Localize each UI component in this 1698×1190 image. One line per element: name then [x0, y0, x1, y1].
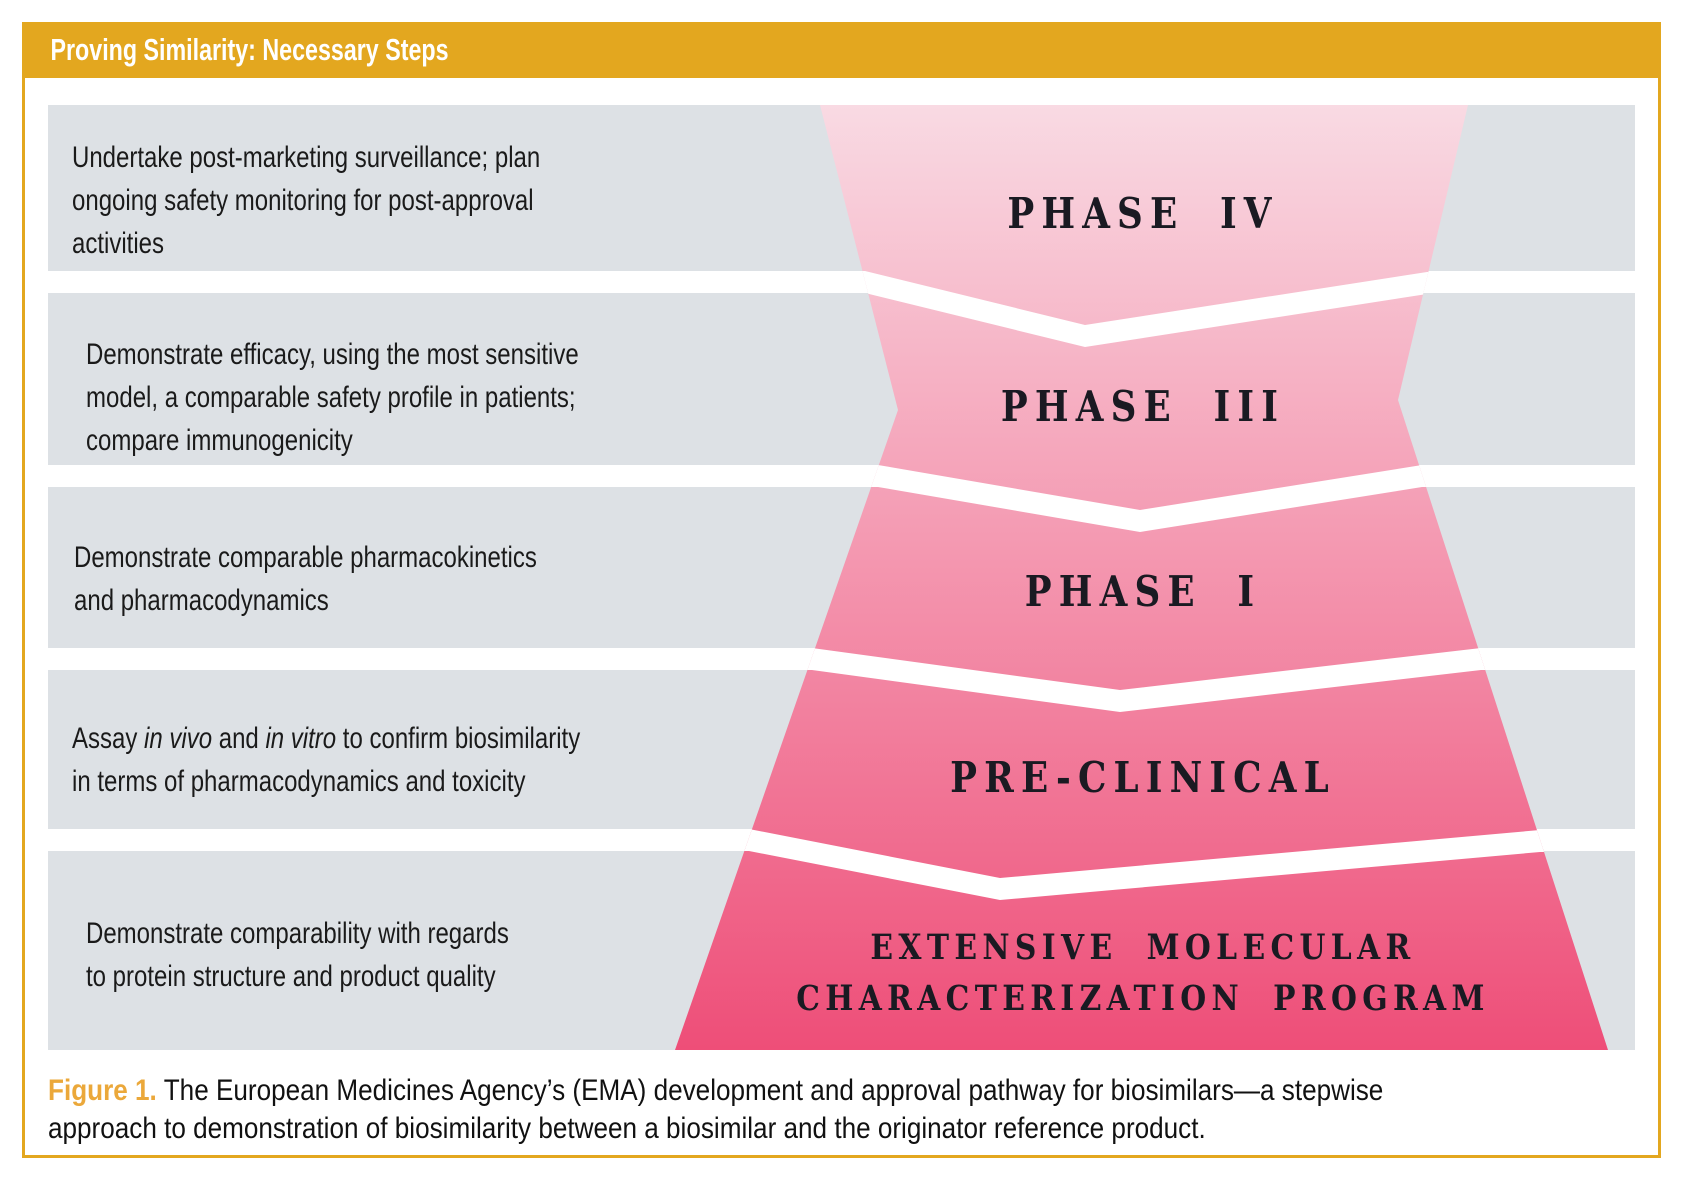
step-description-phase-i: Demonstrate comparable pharmacokinetics … — [74, 536, 537, 622]
caption-line-1: Figure 1.The European Medicines Agency’s… — [48, 1072, 1383, 1110]
figure-title: Proving Similarity: Necessary Steps — [50, 32, 449, 67]
phase-label-molecular-line2: CHARACTERIZATION PROGRAM — [796, 978, 1490, 1019]
description-line: Demonstrate comparability with regards — [86, 917, 509, 950]
phase-label-phase-iv: PHASE IV — [1007, 189, 1279, 238]
figure-caption: Figure 1.The European Medicines Agency’s… — [48, 1072, 1383, 1148]
description-line: to protein structure and product quality — [86, 960, 496, 993]
description-line: and pharmacodynamics — [74, 584, 329, 617]
figure-header-bar: Proving Similarity: Necessary Steps — [22, 22, 1661, 78]
description-line: compare immunogenicity — [86, 424, 353, 457]
frame-border-left — [22, 78, 25, 1156]
description-line: Demonstrate comparable pharmacokinetics — [74, 541, 537, 574]
step-description-phase-iv: Undertake post-marketing surveillance; p… — [72, 136, 540, 265]
description-segment-italic: in vitro — [265, 722, 337, 755]
step-description-phase-iii: Demonstrate efficacy, using the most sen… — [86, 333, 579, 462]
description-line: in terms of pharmacodynamics and toxicit… — [72, 765, 526, 798]
step-description-molecular: Demonstrate comparability with regards t… — [86, 912, 509, 998]
description-segment: Assay — [72, 722, 145, 755]
phase-label-phase-i: PHASE I — [1024, 567, 1262, 616]
caption-figure-label: Figure 1. — [48, 1074, 157, 1107]
frame-border-bottom — [22, 1155, 1661, 1158]
funnel-shape — [675, 105, 1608, 1050]
description-line: model, a comparable safety profile in pa… — [86, 381, 576, 414]
phase-label-phase-iii: PHASE III — [1000, 382, 1286, 431]
chevron-separator-3 — [750, 648, 1540, 712]
phase-label-molecular-line1: EXTENSIVE MOLECULAR — [870, 927, 1416, 968]
frame-border-right — [1658, 78, 1661, 1156]
caption-text: The European Medicines Agency’s (EMA) de… — [163, 1074, 1384, 1107]
caption-line-2: approach to demonstration of biosimilari… — [48, 1112, 1206, 1145]
chevron-separator-4 — [690, 829, 1600, 900]
phase-label-pre-clinical: PRE-CLINICAL — [950, 753, 1336, 802]
description-segment-italic: in vivo — [144, 722, 213, 755]
description-segment: and — [212, 722, 266, 755]
description-line: Assay in vivo and in vitro to confirm bi… — [72, 717, 580, 760]
description-line: ongoing safety monitoring for post-appro… — [72, 184, 534, 217]
step-description-pre-clinical: Assay in vivo and in vitro to confirm bi… — [72, 717, 580, 803]
description-line: activities — [72, 227, 165, 260]
description-line: Undertake post-marketing surveillance; p… — [72, 141, 541, 174]
description-segment: to confirm biosimilarity — [336, 722, 581, 755]
description-line: Demonstrate efficacy, using the most sen… — [86, 338, 579, 371]
chevron-separator-1 — [760, 271, 1500, 347]
chevron-separator-2 — [800, 465, 1480, 532]
